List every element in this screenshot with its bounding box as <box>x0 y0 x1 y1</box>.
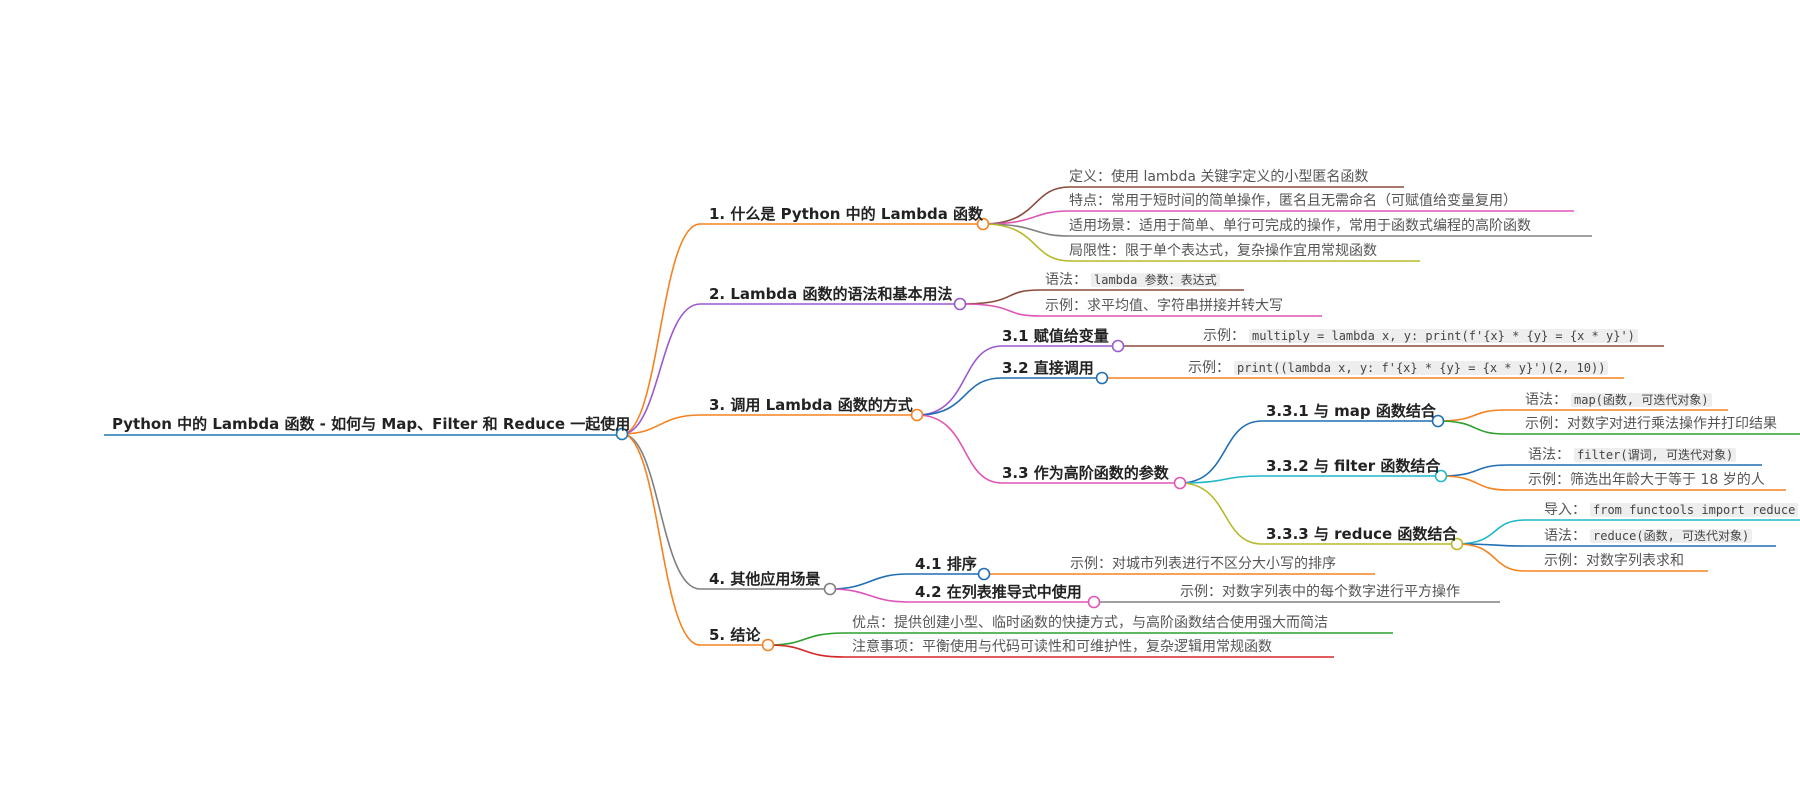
map-leaf-example[interactable]: 示例：对数字对进行乘法操作并打印结果 <box>1525 416 1777 432</box>
topic-s31[interactable]: 3.1 赋值给变量 <box>1002 327 1109 345</box>
root-node <box>615 427 629 441</box>
s2-leaf-syntax[interactable]: 语法： lambda 参数：表达式 <box>1045 270 1220 290</box>
edge-s1-l1 <box>982 186 1404 225</box>
s1-leaf-definition[interactable]: 定义：使用 lambda 关键字定义的小型匿名函数 <box>1069 169 1369 185</box>
reduce-leaf-syntax[interactable]: 语法： reduce(函数, 可迭代对象) <box>1544 526 1753 546</box>
s5-node <box>761 638 775 652</box>
edge-s3-s33 <box>916 414 1180 484</box>
s31-example-code: multiply = lambda x, y: print(f'{x} * {y… <box>1249 329 1638 343</box>
edge-filter-syntax <box>1440 464 1762 477</box>
s1-leaf-usecases[interactable]: 适用场景：适用于简单、单行可完成的操作，常用于函数式编程的高阶函数 <box>1069 218 1531 234</box>
topic-s1[interactable]: 1. 什么是 Python 中的 Lambda 函数 <box>709 205 984 223</box>
filter-leaf-syntax[interactable]: 语法： filter(谓词, 可迭代对象) <box>1528 445 1737 465</box>
s32-example-prefix: 示例： <box>1188 360 1230 376</box>
reduce-node <box>1450 537 1464 551</box>
s31-example-prefix: 示例： <box>1203 328 1245 344</box>
edge-s2-l1 <box>959 289 1244 305</box>
s2-node <box>953 297 967 311</box>
root-topic[interactable]: Python 中的 Lambda 函数 - 如何与 Map、Filter 和 R… <box>112 415 631 433</box>
map-node <box>1431 414 1445 428</box>
edge-s4-s42 <box>829 588 1094 603</box>
topic-s41[interactable]: 4.1 排序 <box>915 555 977 573</box>
topic-s5[interactable]: 5. 结论 <box>709 626 761 644</box>
topic-map[interactable]: 3.3.1 与 map 函数结合 <box>1266 402 1436 420</box>
s31-leaf-example[interactable]: 示例： multiply = lambda x, y: print(f'{x} *… <box>1203 326 1638 346</box>
edge-root-s3 <box>621 414 917 435</box>
s1-leaf-limitations[interactable]: 局限性：限于单个表达式，复杂操作宜用常规函数 <box>1069 243 1377 259</box>
edge-map-example <box>1437 420 1800 435</box>
edge-root-s4 <box>621 433 830 590</box>
edge-s2-l2 <box>959 303 1322 317</box>
filter-syntax-prefix: 语法： <box>1528 447 1570 463</box>
map-syntax-prefix: 语法： <box>1525 392 1567 408</box>
reduce-import-code: from functools import reduce <box>1590 503 1799 517</box>
edge-s3-s31 <box>916 345 1118 416</box>
s2-syntax-prefix: 语法： <box>1045 272 1087 288</box>
s3-node <box>910 408 924 422</box>
edge-s5-l2 <box>767 644 1334 658</box>
s2-syntax-code: lambda 参数：表达式 <box>1091 273 1220 287</box>
edge-s33-map <box>1179 420 1438 484</box>
edge-root-s2 <box>621 303 960 435</box>
reduce-leaf-import[interactable]: 导入： from functools import reduce <box>1544 500 1799 520</box>
s32-example-code: print((lambda x, y: f'{x} * {y} = {x * y… <box>1234 361 1609 375</box>
s5-leaf-advantages[interactable]: 优点：提供创建小型、临时函数的快捷方式，与高阶函数结合使用强大而简洁 <box>852 615 1328 631</box>
map-leaf-syntax[interactable]: 语法： map(函数, 可迭代对象) <box>1525 390 1712 410</box>
filter-leaf-example[interactable]: 示例：筛选出年龄大于等于 18 岁的人 <box>1528 472 1765 488</box>
filter-syntax-code: filter(谓词, 可迭代对象) <box>1574 448 1737 462</box>
s32-node <box>1095 371 1109 385</box>
edge-s33-reduce <box>1179 482 1457 545</box>
edge-s4-s41 <box>829 573 984 590</box>
edge-reduce-import <box>1456 519 1800 545</box>
map-syntax-code: map(函数, 可迭代对象) <box>1571 393 1712 407</box>
edge-reduce-syntax <box>1456 543 1776 547</box>
s41-leaf-example[interactable]: 示例：对城市列表进行不区分大小写的排序 <box>1070 556 1336 572</box>
topic-s4[interactable]: 4. 其他应用场景 <box>709 570 821 588</box>
s2-leaf-example[interactable]: 示例：求平均值、字符串拼接并转大写 <box>1045 298 1283 314</box>
s32-leaf-example[interactable]: 示例： print((lambda x, y: f'{x} * {y} = {x … <box>1188 358 1609 378</box>
edge-root-s5 <box>621 433 768 646</box>
topic-s33[interactable]: 3.3 作为高阶函数的参数 <box>1002 464 1169 482</box>
edge-s5-l1 <box>767 632 1393 646</box>
reduce-leaf-example[interactable]: 示例：对数字列表求和 <box>1544 553 1684 569</box>
reduce-syntax-prefix: 语法： <box>1544 528 1586 544</box>
filter-node <box>1434 469 1448 483</box>
edge-filter-example <box>1440 475 1786 491</box>
topic-reduce[interactable]: 3.3.3 与 reduce 函数结合 <box>1266 525 1458 543</box>
s4-node <box>823 582 837 596</box>
edge-s1-l2 <box>982 210 1574 225</box>
topic-filter[interactable]: 3.3.2 与 filter 函数结合 <box>1266 457 1441 475</box>
topic-s3[interactable]: 3. 调用 Lambda 函数的方式 <box>709 396 913 414</box>
s5-leaf-cautions[interactable]: 注意事项：平衡使用与代码可读性和可维护性，复杂逻辑用常规函数 <box>852 639 1272 655</box>
edge-s1-l3 <box>982 223 1592 237</box>
s1-node <box>976 217 990 231</box>
s41-node <box>977 567 991 581</box>
reduce-import-prefix: 导入： <box>1544 502 1586 518</box>
topic-s32[interactable]: 3.2 直接调用 <box>1002 359 1094 377</box>
topic-s42[interactable]: 4.2 在列表推导式中使用 <box>915 583 1082 601</box>
s33-node <box>1173 476 1187 490</box>
s42-node <box>1087 595 1101 609</box>
edge-reduce-example <box>1456 543 1708 572</box>
topic-s2[interactable]: 2. Lambda 函数的语法和基本用法 <box>709 285 953 303</box>
s42-leaf-example[interactable]: 示例：对数字列表中的每个数字进行平方操作 <box>1180 584 1460 600</box>
edge-s1-l4 <box>982 223 1420 262</box>
edge-root-s1 <box>621 223 983 435</box>
edge-s33-filter <box>1179 475 1441 484</box>
reduce-syntax-code: reduce(函数, 可迭代对象) <box>1590 529 1753 543</box>
s1-leaf-features[interactable]: 特点：常用于短时间的简单操作，匿名且无需命名（可赋值给变量复用） <box>1069 193 1517 209</box>
edge-map-syntax <box>1437 409 1728 422</box>
s31-node <box>1111 339 1125 353</box>
edge-s3-s32 <box>916 377 1102 416</box>
